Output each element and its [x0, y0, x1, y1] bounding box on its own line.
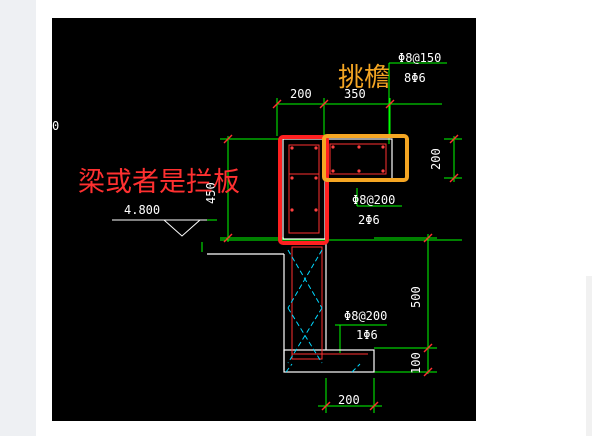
- scrollbar-track[interactable]: [586, 276, 592, 436]
- column-long-text: 1Φ6: [356, 328, 378, 342]
- eave-highlight-box: [322, 134, 409, 182]
- eave-long-text: 8Φ6: [404, 71, 426, 85]
- eave-stirrup-text: Φ8@150: [398, 51, 441, 65]
- elevation-text: 4.800: [124, 203, 160, 217]
- column-hatch: [285, 249, 361, 373]
- dim-top-right: 350: [344, 87, 366, 101]
- cad-drawing: 200 350 200 450 500 100 200 0 4.800 Φ8@1…: [52, 51, 462, 413]
- eave-annotation-label: 挑檐: [338, 63, 391, 93]
- beam-highlight-box: [278, 135, 329, 245]
- beam-long-text: 2Φ6: [358, 213, 380, 227]
- cad-drawing-canvas: 200 350 200 450 500 100 200 0 4.800 Φ8@1…: [52, 18, 476, 421]
- dim-beam-height: 450: [204, 182, 218, 204]
- dimension-ticks: [223, 99, 459, 411]
- dim-bottom-width: 200: [338, 393, 360, 407]
- dim-column-height: 500: [409, 286, 423, 308]
- dim-top-left: 200: [290, 87, 312, 101]
- left-edge-mark: 0: [52, 119, 59, 133]
- rebar-dots: [290, 145, 385, 212]
- rebar-lines: [288, 143, 387, 360]
- column-stirrup-text: Φ8@200: [344, 309, 387, 323]
- beam-annotation-label: 梁或者是拦板: [78, 167, 240, 198]
- dim-footing-height: 100: [409, 352, 423, 374]
- dim-eave-height: 200: [429, 148, 443, 170]
- dimension-text: 200 350 200 450 500 100 200 0 4.800 Φ8@1…: [52, 51, 443, 407]
- elevation-marker: [112, 219, 207, 237]
- left-gutter: [0, 0, 36, 436]
- beam-stirrup-text: Φ8@200: [352, 193, 395, 207]
